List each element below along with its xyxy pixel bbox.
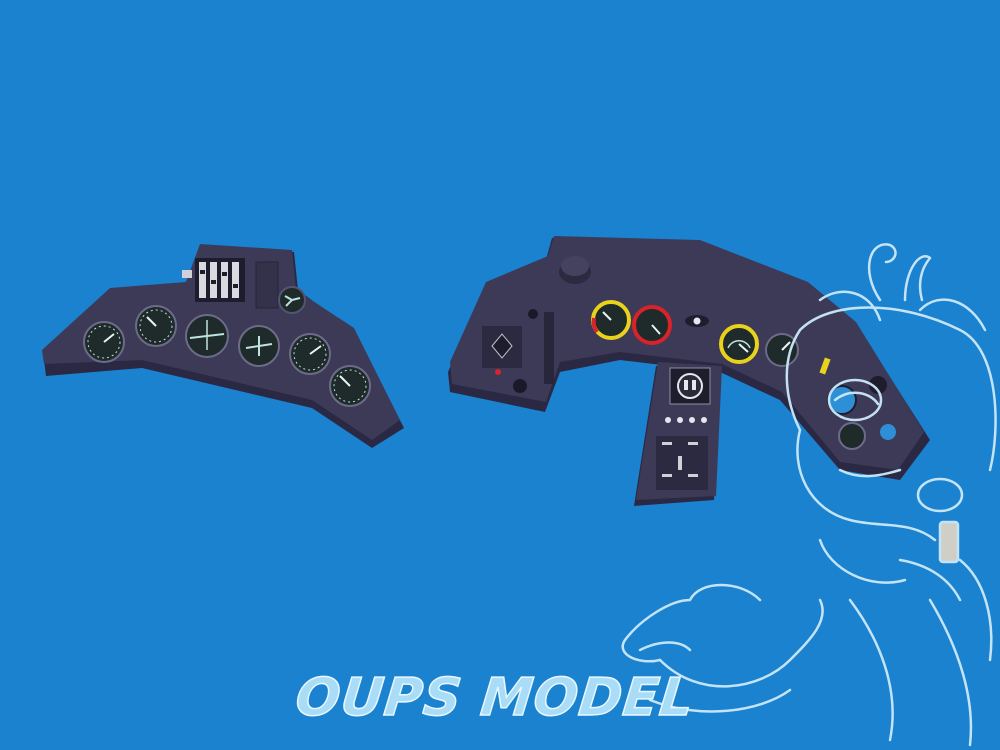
switch-block xyxy=(195,258,245,302)
lamp xyxy=(685,315,709,327)
hole xyxy=(528,309,538,319)
lamp-row xyxy=(665,417,707,423)
small-dial xyxy=(278,286,306,314)
placard xyxy=(182,270,192,278)
knob-right xyxy=(869,376,887,394)
switch-box xyxy=(482,326,522,375)
right-panel-face xyxy=(450,236,924,470)
left-instrument-panel xyxy=(42,244,404,448)
starter-box xyxy=(669,367,711,405)
yellow-switch xyxy=(819,357,831,375)
hole xyxy=(513,379,527,393)
red-ring-gauge xyxy=(632,305,672,345)
yellow-ring-gauge-1 xyxy=(591,300,631,340)
switch-plate xyxy=(656,436,708,490)
attitude-indicator xyxy=(185,314,229,358)
compass-dial xyxy=(238,325,280,367)
indicator-slot xyxy=(255,261,279,309)
yellow-ring-gauge-2 xyxy=(719,324,759,364)
top-knob xyxy=(559,256,591,284)
lever-slot xyxy=(544,312,554,384)
gauge-dial-6 xyxy=(329,365,371,407)
gauge-dial-right xyxy=(765,333,799,367)
gauge-dial-5 xyxy=(289,333,331,375)
right-instrument-panel xyxy=(448,236,930,506)
gauge-dial-2 xyxy=(135,305,177,347)
left-gauge-row xyxy=(83,305,371,407)
dragon-mascot-icon xyxy=(621,243,997,747)
gauge-dial-1 xyxy=(83,321,125,363)
watermark-text: OUPS MODEL xyxy=(292,667,698,729)
